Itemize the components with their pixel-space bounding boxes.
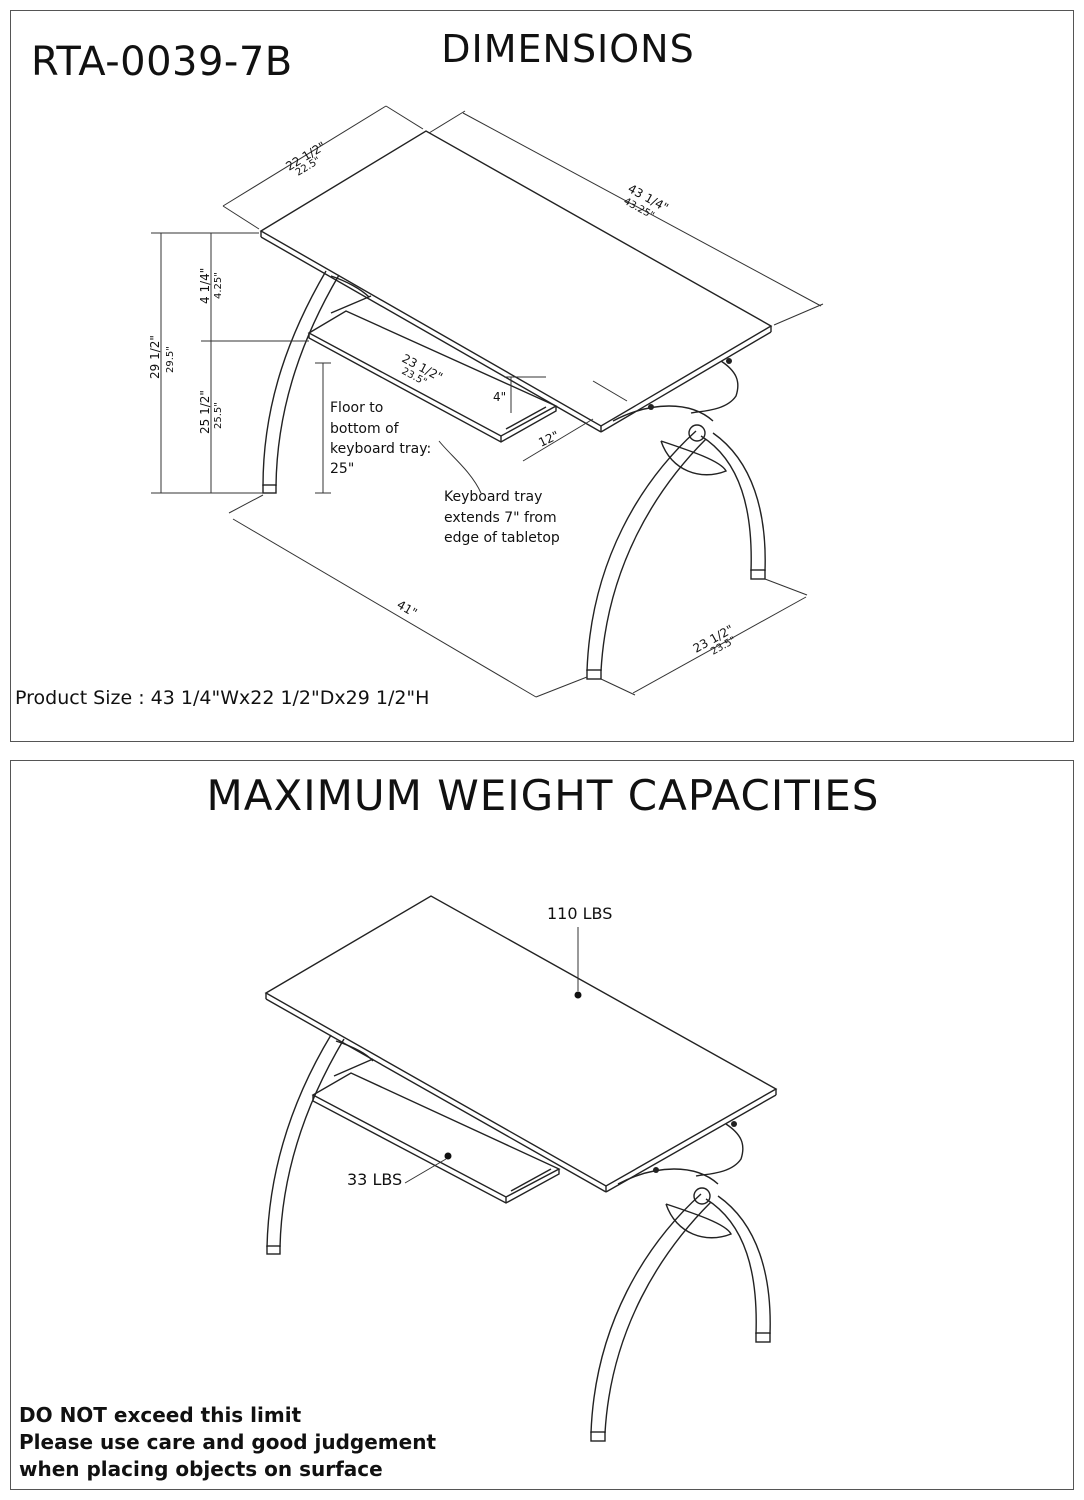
right-legs	[586, 358, 766, 680]
weight-right-legs	[590, 1121, 771, 1442]
weight-left-legs	[266, 1034, 374, 1255]
tray-load-pointer	[404, 1158, 447, 1184]
tray-drop-label: 4"	[493, 390, 506, 404]
width-dimension-line	[428, 110, 824, 326]
svg-text:bottom of: bottom of	[330, 421, 400, 437]
tray-height-decimal-label: 25.5"	[213, 402, 224, 429]
warning-line-2: Please use care and good judgement	[19, 1430, 437, 1454]
left-legs	[262, 270, 370, 494]
top-to-tray-decimal-label: 4.25"	[213, 272, 224, 299]
svg-text:Floor to: Floor to	[330, 400, 383, 416]
top-to-tray-label: 4 1/4"	[198, 268, 212, 304]
warning-line-1: DO NOT exceed this limit	[19, 1403, 302, 1427]
top-capacity-label: 110 LBS	[547, 904, 612, 923]
product-size: Product Size : 43 1/4"Wx22 1/2"Dx29 1/2"…	[15, 687, 430, 709]
tray-load-point	[444, 1152, 452, 1160]
tray-height-label: 25 1/2"	[198, 390, 212, 434]
svg-text:extends 7" from: extends 7" from	[444, 510, 557, 526]
base-depth-dimension-line	[600, 578, 808, 696]
top-load-point	[574, 991, 582, 999]
svg-text:25": 25"	[330, 461, 354, 477]
weight-capacity-panel: MAXIMUM WEIGHT CAPACITIES	[10, 760, 1074, 1490]
tray-note-pointer	[438, 440, 482, 494]
desk-weight-drawing: 110 LBS 33 LBS	[264, 895, 778, 1442]
height-label: 29 1/2"	[148, 335, 162, 379]
weight-desk-tabletop	[264, 895, 778, 1193]
dimensions-panel: RTA-0039-7B DIMENSIONS	[10, 10, 1074, 742]
dimensions-title: DIMENSIONS	[441, 27, 695, 71]
weight-title: MAXIMUM WEIGHT CAPACITIES	[206, 771, 880, 820]
svg-text:keyboard tray:: keyboard tray:	[330, 441, 431, 457]
desk-tabletop	[259, 130, 773, 433]
tray-drop-dimension-line	[504, 376, 628, 462]
tray-depth-label: 12"	[536, 428, 561, 449]
keyboard-tray	[307, 295, 558, 443]
base-width-dimension-line	[228, 494, 588, 698]
height-dimension-lines	[151, 232, 331, 494]
height-decimal-label: 29.5"	[165, 346, 176, 373]
svg-text:edge of tabletop: edge of tabletop	[444, 530, 560, 546]
svg-text:Keyboard tray: Keyboard tray	[444, 489, 542, 505]
tray-capacity-label: 33 LBS	[347, 1170, 402, 1189]
model-number: RTA-0039-7B	[31, 39, 293, 85]
floor-to-tray-note: Floor to bottom of keyboard tray: 25"	[330, 400, 431, 477]
desk-dimension-drawing: 22 1/2" 22.5" 43 1/4" 43.25" 29 1	[148, 105, 824, 698]
depth-dimension-line	[222, 105, 424, 230]
warning-line-3: when placing objects on surface	[19, 1457, 383, 1481]
keyboard-tray-note: Keyboard tray extends 7" from edge of ta…	[444, 489, 560, 546]
